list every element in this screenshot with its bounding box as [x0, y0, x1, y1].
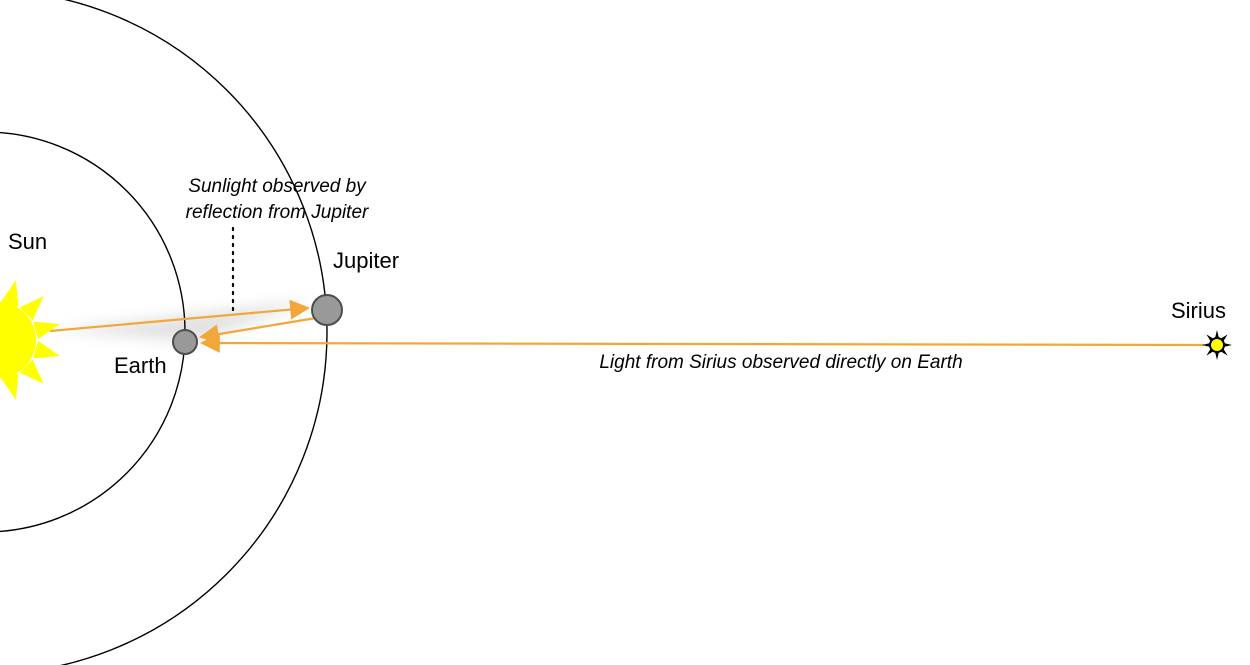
sirius-to-earth-arrow — [200, 333, 1205, 353]
sun-ray — [0, 280, 19, 307]
earth-label: Earth — [114, 353, 167, 378]
jupiter-orbit-circle — [59, 0, 328, 665]
jupiter-reflection-caption-line2: reflection from Jupiter — [186, 202, 369, 223]
jupiter-icon — [311, 294, 343, 326]
earth-icon — [172, 329, 198, 355]
jupiter-label: Jupiter — [333, 248, 399, 273]
sun-ray — [19, 296, 44, 321]
sun-label: Sun — [8, 229, 47, 254]
jupiter-reflection-caption-line1: Sunlight observed by — [188, 176, 367, 197]
sirius-direct-caption: Light from Sirius observed directly on E… — [599, 352, 962, 373]
jupiter-to-earth-arrow — [199, 316, 317, 344]
sun-ray — [33, 340, 60, 359]
sirius-star-icon — [1202, 330, 1232, 360]
sun-icon — [0, 280, 60, 400]
sun-ray — [33, 321, 60, 340]
sirius-label: Sirius — [1171, 298, 1226, 323]
sun-ray — [0, 373, 19, 400]
sun-to-jupiter-arrow — [49, 299, 310, 333]
sirius-star-core — [1209, 337, 1225, 353]
light-path-arrows — [49, 299, 1205, 353]
sun-ray — [19, 359, 44, 384]
sun-disc — [0, 302, 36, 378]
